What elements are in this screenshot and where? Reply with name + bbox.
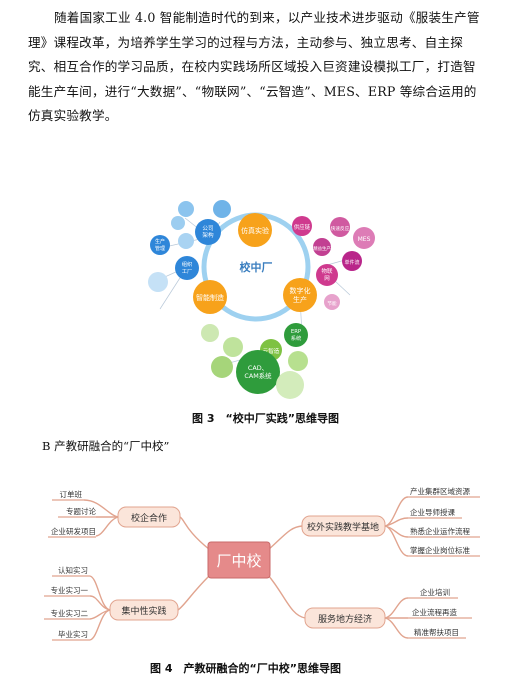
node-iot-1: 物联 xyxy=(321,267,333,275)
node-prod-1: 生产 xyxy=(155,238,165,245)
leaf-practice-4: 毕业实习 xyxy=(58,629,88,639)
node-f2: 精益生产 xyxy=(313,245,331,252)
section-heading: B 产教研融合的“厂中校” xyxy=(42,439,170,453)
leaf-base-2: 企业导师授课 xyxy=(410,507,455,517)
branch-practice-box xyxy=(109,599,179,621)
node-smart: 智能制造 xyxy=(196,293,224,302)
node-erp-2: 系统 xyxy=(291,334,302,342)
leaf-service-1: 企业培训 xyxy=(420,587,450,597)
node-digital-1: 数字化 xyxy=(290,286,311,295)
leaf-service-2: 企业流程再造 xyxy=(412,607,457,617)
node-org-1: 组织 xyxy=(182,260,193,268)
node-iot-2: 网 xyxy=(324,275,330,282)
node-cloud: 云智造 xyxy=(263,347,280,355)
node-sim-circle xyxy=(238,213,272,247)
node-f7-circle xyxy=(171,216,185,230)
figure-4-caption: 图 4 产教研融合的“厂中校”思维导图 xyxy=(150,662,341,675)
node-f9-circle xyxy=(148,272,168,292)
node-f10-circle xyxy=(288,351,308,371)
node-sim: 仿真实验 xyxy=(241,226,269,235)
node-digital-2: 生产 xyxy=(293,295,307,304)
node-prod-2: 管理 xyxy=(155,245,165,252)
branch-practice: 集中性实践 xyxy=(121,605,166,617)
mindmap-center-box xyxy=(207,541,271,579)
node-smart-circle xyxy=(193,280,227,314)
center-label: 校中厂 xyxy=(240,260,273,274)
branch-service-box xyxy=(304,607,386,629)
leaf-base-4: 掌握企业岗位标准 xyxy=(410,545,470,555)
node-cad-1: CAD、 xyxy=(248,364,268,372)
node-company-1: 公司 xyxy=(202,225,213,232)
leaf-coop-3: 企业研发项目 xyxy=(51,526,96,536)
figure-4-mindmap: 厂中校 校企合作 集中性实践 校外实践教学基地 服务地方经济 订单班 专题讨论 … xyxy=(44,486,480,641)
mindmap-lines xyxy=(83,496,409,641)
leaf-service-3: 精准帮扶项目 xyxy=(414,627,459,637)
node-f14-circle xyxy=(211,356,233,378)
node-org-circle xyxy=(175,256,199,280)
node-org-2: 工厂 xyxy=(182,268,193,275)
branch-coop-box xyxy=(117,506,181,528)
node-f11-circle xyxy=(276,371,304,399)
node-f1-circle xyxy=(330,217,350,237)
branch-coop: 校企合作 xyxy=(131,512,167,524)
node-f5-circle xyxy=(213,200,231,218)
node-cad-circle xyxy=(236,350,280,394)
intro-paragraph: 随着国家工业 4.0 智能制造时代的到来，以产业技术进步驱动《服装生产管理》课程… xyxy=(28,10,480,124)
leaf-coop-1: 订单班 xyxy=(60,489,83,499)
node-supply: 供应链 xyxy=(294,223,311,231)
node-f4-circle xyxy=(324,294,340,310)
node-iot-circle xyxy=(316,264,338,286)
leaf-coop-2: 专题讨论 xyxy=(66,506,96,516)
leaf-practice-3: 专业实习二 xyxy=(51,608,89,618)
node-f3: 单件流 xyxy=(344,259,359,266)
node-cad-2: CAM系统 xyxy=(244,371,272,380)
node-f6-circle xyxy=(178,201,194,217)
node-f3-circle xyxy=(342,251,362,271)
node-company-circle xyxy=(195,219,221,245)
node-f2-circle xyxy=(313,238,331,256)
node-f1: 快速反应 xyxy=(331,225,350,232)
node-f12-circle xyxy=(201,324,219,342)
node-prod-circle xyxy=(150,235,170,255)
node-mes-circle xyxy=(353,227,375,249)
figure-3-caption: 图 3 “校中厂实践”思维导图 xyxy=(192,412,339,425)
node-f13-circle xyxy=(223,337,243,357)
leaf-practice-1: 认知实习 xyxy=(58,565,88,575)
node-erp-circle xyxy=(284,323,308,347)
node-erp-1: ERP xyxy=(291,329,302,335)
mindmap-center-label: 厂中校 xyxy=(216,552,261,570)
node-mes: MES xyxy=(358,236,371,243)
node-supply-circle xyxy=(292,216,312,236)
node-f8-circle xyxy=(178,233,194,249)
leaf-base-1: 产业集群区域资源 xyxy=(410,486,470,496)
branch-base-box xyxy=(301,515,386,537)
leaf-base-3: 熟悉企业运作流程 xyxy=(410,526,470,536)
node-company-2: 架构 xyxy=(202,231,214,239)
node-f4: 节能 xyxy=(327,300,337,307)
figure-3-diagram: 校中厂 仿真实验 数字化 生产 智能制造 公司 架构 组织 工厂 生产 管理 供… xyxy=(148,200,375,399)
branch-service: 服务地方经济 xyxy=(318,613,372,625)
leaf-practice-2: 专业实习一 xyxy=(51,585,89,595)
node-digital-circle xyxy=(283,278,317,312)
branch-base: 校外实践教学基地 xyxy=(307,521,379,533)
